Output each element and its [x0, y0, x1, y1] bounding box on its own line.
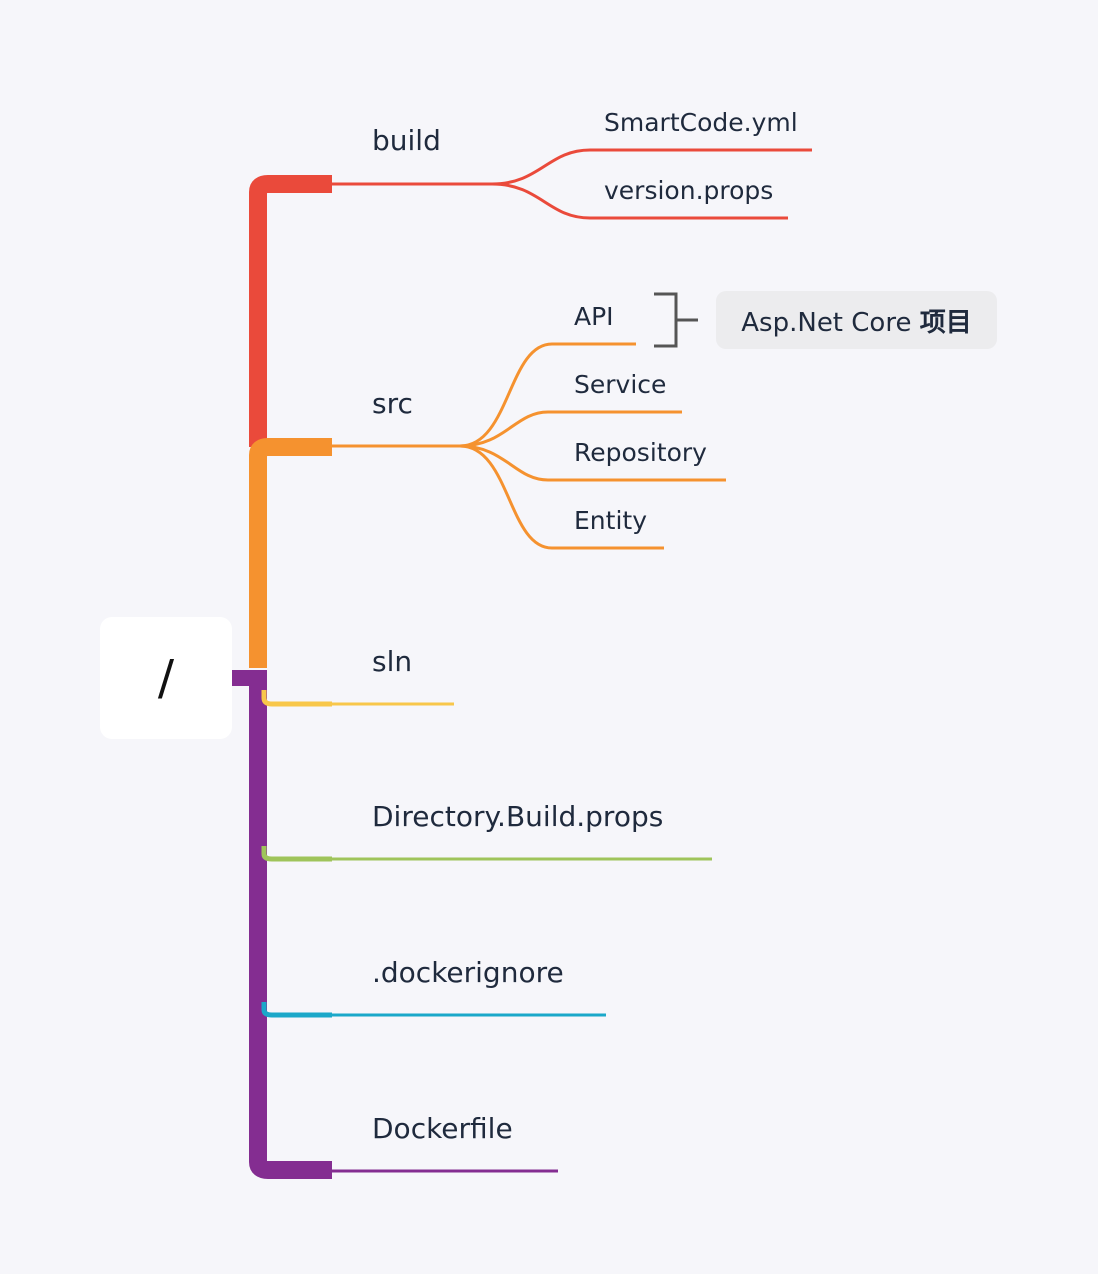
node-version-props-label[interactable]: version.props: [604, 176, 774, 205]
summary-label-bold: 项目: [919, 307, 972, 338]
branch-src-label[interactable]: src: [372, 387, 413, 420]
src-to-entity-link: [459, 444, 664, 550]
root-label: /: [157, 650, 175, 706]
trunk-dockerignore-elbow: [261, 1002, 332, 1018]
node-smartcode-yml-label[interactable]: SmartCode.yml: [604, 108, 798, 137]
node-service-label[interactable]: Service: [574, 370, 667, 399]
branch-directory-build-props-label[interactable]: Directory.Build.props: [372, 800, 664, 833]
build-to-version-link: [491, 182, 788, 220]
branch-sln-label[interactable]: sln: [372, 645, 413, 678]
trunk-lower-segment: [249, 670, 332, 1179]
summary-callout-label: Asp.Net Core 项目: [741, 302, 971, 339]
build-to-smartcode-link: [491, 148, 812, 186]
src-to-repository-link: [459, 444, 726, 482]
branch-dockerfile-label[interactable]: Dockerfile: [372, 1112, 513, 1145]
trunk-dirbuild-elbow: [261, 846, 332, 862]
trunk-sln-elbow: [261, 690, 332, 707]
node-entity-label[interactable]: Entity: [574, 506, 647, 535]
branch-dockerignore-label[interactable]: .dockerignore: [372, 956, 564, 989]
node-api-label[interactable]: API: [574, 302, 614, 331]
trunk-src-segment: [249, 438, 332, 668]
root-node[interactable]: /: [100, 617, 232, 739]
branch-build-label[interactable]: build: [372, 124, 441, 157]
summary-bracket: [654, 292, 698, 348]
summary-callout[interactable]: Asp.Net Core 项目: [716, 291, 997, 349]
node-repository-label[interactable]: Repository: [574, 438, 707, 467]
src-to-service-link: [459, 410, 682, 448]
trunk-build-segment: [249, 175, 332, 447]
src-to-api-link: [459, 342, 636, 448]
summary-label-prefix: Asp.Net Core: [741, 307, 920, 338]
